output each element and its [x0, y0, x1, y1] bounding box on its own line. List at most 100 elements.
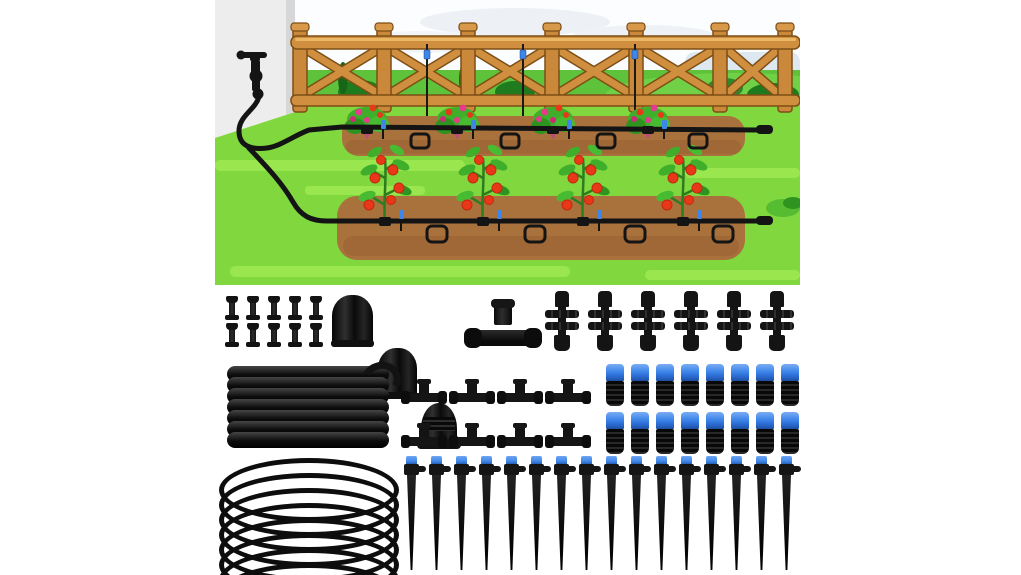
goof-plug	[266, 296, 282, 320]
coil-loop	[219, 518, 399, 575]
cross-connectors-row	[545, 291, 794, 351]
spike-barb-arm	[616, 466, 626, 472]
spike-head	[579, 464, 594, 475]
spike-blue-cap	[781, 456, 792, 465]
spike-blue-cap	[481, 456, 492, 465]
wooden-fence	[290, 22, 801, 113]
spike-head	[704, 464, 719, 475]
dripper-body	[631, 429, 649, 454]
large-tubing-coil	[219, 458, 401, 575]
spike-barb-arm	[716, 466, 726, 472]
dripper-blue-cap	[731, 364, 749, 381]
spike-dripper	[403, 456, 426, 572]
spike-blue-cap	[531, 456, 542, 465]
dripper-body	[706, 381, 724, 406]
goof-plug	[224, 323, 240, 347]
adjustable-dripper	[706, 412, 724, 454]
spike-blue-cap	[631, 456, 642, 465]
fence-bottom-rail	[290, 94, 801, 107]
scene-svg	[215, 0, 865, 285]
goof-plugs-grid	[224, 296, 325, 347]
dripper-body	[681, 381, 699, 406]
cross-connector	[674, 291, 708, 351]
cross-connector	[717, 291, 751, 351]
spike-stake	[532, 475, 541, 570]
adjustable-dripper	[606, 364, 624, 406]
tee-stub	[491, 299, 515, 325]
dripper-body	[781, 429, 799, 454]
spike-dripper	[753, 456, 776, 572]
spike-drippers-row	[403, 456, 801, 572]
fence-mounted-emitters	[423, 44, 639, 128]
spike-head	[429, 464, 444, 475]
spike-dripper	[778, 456, 801, 572]
spike-stake	[457, 475, 466, 570]
branch-loops	[409, 132, 735, 244]
adjustable-dripper	[706, 364, 724, 406]
adjustable-dripper	[656, 412, 674, 454]
spike-head	[679, 464, 694, 475]
spike-dripper	[503, 456, 526, 572]
irrigation-tubing	[236, 96, 773, 244]
spike-head	[729, 464, 744, 475]
adjustable-dripper	[656, 364, 674, 406]
cross-connector	[760, 291, 794, 351]
spike-head	[779, 464, 794, 475]
tee-connector	[497, 370, 543, 406]
spike-barb-arm	[691, 466, 701, 472]
spike-blue-cap	[431, 456, 442, 465]
adjustable-dripper	[681, 412, 699, 454]
spike-head	[629, 464, 644, 475]
spike-barb-arm	[666, 466, 676, 472]
spike-stake	[482, 475, 491, 570]
line-end-cap	[756, 216, 773, 225]
fence-cross-braces	[305, 47, 780, 96]
tee-connector	[449, 414, 495, 450]
spike-stake	[757, 475, 766, 570]
spike-stake	[582, 475, 591, 570]
tee-connector	[401, 370, 447, 406]
cross-connector	[631, 291, 665, 351]
fence-post-caps	[290, 22, 795, 32]
dripper-blue-cap	[631, 412, 649, 429]
tee-connector	[401, 414, 447, 450]
spike-barb-arm	[541, 466, 551, 472]
dripper-body	[656, 429, 674, 454]
adjustable-dripper	[731, 364, 749, 406]
spike-head	[529, 464, 544, 475]
large-tee-connector	[464, 299, 542, 349]
spike-stake	[632, 475, 641, 570]
dripper-body	[656, 381, 674, 406]
goof-plug	[224, 296, 240, 320]
spike-stake	[732, 475, 741, 570]
spike-stake	[782, 475, 791, 570]
dripper-body	[731, 429, 749, 454]
dripper-blue-cap	[606, 364, 624, 381]
dripper-body	[681, 429, 699, 454]
dripper-blue-cap	[606, 412, 624, 429]
spike-head	[404, 464, 419, 475]
goof-plug	[266, 323, 282, 347]
spike-blue-cap	[581, 456, 592, 465]
spike-head	[454, 464, 469, 475]
spike-barb-arm	[516, 466, 526, 472]
lawn-bush-dark	[783, 197, 803, 209]
dripper-blue-cap	[706, 412, 724, 429]
dripper-body	[631, 381, 649, 406]
spike-dripper	[678, 456, 701, 572]
spike-barb-arm	[641, 466, 651, 472]
spike-stake	[432, 475, 441, 570]
spike-blue-cap	[731, 456, 742, 465]
coil-loop	[227, 432, 389, 448]
tomato-plant	[556, 144, 610, 226]
dripper-blue-cap	[756, 412, 774, 429]
spike-barb-arm	[591, 466, 601, 472]
adjustable-dripper	[631, 364, 649, 406]
spike-stake	[607, 475, 616, 570]
spike-dripper	[703, 456, 726, 572]
dripper-blue-cap	[681, 412, 699, 429]
drippers-grid	[606, 364, 799, 454]
dripper-body	[731, 381, 749, 406]
